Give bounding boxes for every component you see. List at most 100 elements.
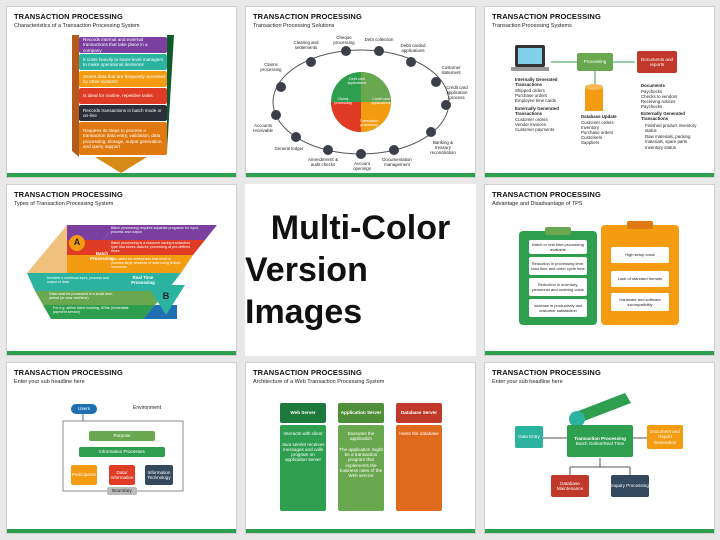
type-b-marker: B (162, 291, 170, 302)
realtime-label: Real Time Processing (131, 275, 155, 285)
documents-item: Checks to vendors (641, 94, 678, 99)
characteristic-item: Records internal and external transactio… (79, 37, 167, 53)
advantage-item: Reduction in inventory, personnel and or… (529, 278, 587, 296)
info-processes-box: Information Processes (79, 447, 165, 457)
externally-heading: Externally Generated Transactions (641, 111, 685, 121)
database-item: Customers (581, 135, 603, 140)
externally-item: Inventory status (645, 145, 676, 150)
internal-heading: Internally Generated Transactions (515, 77, 558, 87)
thumbnail-environment[interactable]: TRANSACTION PROCESSING Enter your sub he… (6, 362, 237, 534)
solution-label: Debit carded applications (400, 43, 426, 53)
characteristic-item: Is ideal for routine, repetitive tasks (79, 88, 167, 104)
database-item: Inventory (581, 125, 600, 130)
characteristic-item: Stores data that are frequently accessed… (79, 71, 167, 87)
slide-title: TRANSACTION PROCESSING (14, 368, 123, 377)
thumbnail-advantages[interactable]: TRANSACTION PROCESSING Advantage and Dis… (484, 184, 715, 356)
realtime-item: For e.g. airline ticket booking, ATMs (i… (53, 306, 129, 315)
thumbnail-systems[interactable]: TRANSACTION PROCESSING Transaction Proce… (484, 6, 715, 178)
thumbnail-solutions[interactable]: TRANSACTION PROCESSING Transaction Proce… (245, 6, 476, 178)
app-server-head: Application Server (338, 403, 384, 423)
inquiry-box: Inquiry Processing (611, 475, 649, 497)
database-item: Suppliers (581, 140, 600, 145)
solution-label: Amendments & audit checks (307, 157, 339, 167)
documents-reports-box: Documents and reports (637, 51, 677, 73)
doc-gen-box: Document and Report Generation (647, 425, 683, 449)
participants-box: Participants (71, 465, 97, 485)
solution-label: Documentation management (382, 157, 412, 167)
slide-subtitle: Transaction Processing Systems (492, 23, 572, 29)
tp-box: Transaction Processing Batch Online/Real… (567, 425, 633, 457)
inner-label: Credit card applications (371, 97, 391, 105)
advantage-item: Increase in productivity and customer sa… (529, 299, 587, 317)
caption-line-1: Multi-Color (270, 209, 451, 247)
documents-item: Paychecks (641, 89, 663, 94)
thumbnail-characteristics[interactable]: TRANSACTION PROCESSING Characteristics o… (6, 6, 237, 178)
disadvantage-item: Hardware and software incompatibility (611, 293, 669, 311)
app-server-text-a: Executes the application (347, 431, 375, 442)
slide-title: TRANSACTION PROCESSING (492, 190, 601, 199)
slide-title: TRANSACTION PROCESSING (492, 12, 601, 21)
slide-title: TRANSACTION PROCESSING (492, 368, 601, 377)
solution-label: Accounts receivable (252, 123, 273, 133)
external-item: Customer payments (515, 127, 555, 132)
batch-item: Batch processing requires separate progr… (111, 226, 199, 235)
disadvantage-item: Lack of standard formats (611, 271, 669, 287)
flow-graphic (543, 393, 647, 475)
slide-title: TRANSACTION PROCESSING (253, 12, 362, 21)
center-caption: Multi-Color Version Images (245, 184, 476, 356)
types-graphic (27, 225, 217, 319)
externally-item: Raw materials, packing materials, spare … (645, 134, 691, 144)
db-server-text-a: Hosts the database (399, 431, 439, 436)
thumbnail-architecture[interactable]: TRANSACTION PROCESSING Architecture of a… (245, 362, 476, 534)
inner-label: Transaction processing (359, 119, 379, 127)
solution-label: General ledger (274, 146, 304, 151)
external-heading: Externally Generated Transactions (515, 106, 559, 116)
db-maintenance-box: Database Maintenance (551, 475, 589, 497)
db-server-head: Database Server (396, 403, 442, 423)
type-a-marker: A (69, 235, 85, 251)
solution-label: Customer statement (441, 65, 461, 75)
thumbnail-flow[interactable]: TRANSACTION PROCESSING Enter your sub he… (484, 362, 715, 534)
tp-subtitle: Batch Online/Real Time (575, 441, 625, 446)
web-server-head: Web Server (280, 403, 326, 423)
slide-subtitle: Characteristics of a Transaction Process… (14, 23, 140, 29)
solution-label: Claims processing (260, 62, 282, 72)
app-server-body: Executes the application The application… (338, 425, 384, 511)
documents-item: Receiving notices (641, 99, 676, 104)
scroll-graphic (72, 35, 174, 173)
web-server-text-b: Java servlet receives messages and calls… (281, 441, 325, 463)
processing-box: Processing (577, 53, 613, 71)
slide-title: TRANSACTION PROCESSING (14, 12, 123, 21)
slide-subtitle: Enter your sub headline here (492, 379, 563, 385)
solution-label: Account openings (353, 161, 371, 171)
external-item: Vendor invoices (515, 122, 546, 127)
internal-item: Shipped orders (515, 88, 545, 93)
documents-item: Paychecks (641, 104, 663, 109)
slide-title: TRANSACTION PROCESSING (253, 368, 362, 377)
characteristic-item: It costs heavily to lower-level managers… (79, 54, 167, 70)
boundary-box: Boundary (107, 487, 137, 495)
characteristic-item: Requires its steps to process a transact… (79, 122, 167, 155)
web-server-text-a: Interacts with client (283, 431, 323, 436)
internal-item: Purchase orders (515, 93, 548, 98)
batch-label: Batch Processing (90, 251, 114, 261)
slide-title: TRANSACTION PROCESSING (14, 190, 123, 199)
realtime-item: Involves a continual input, process and … (47, 276, 109, 285)
batch-item: Batch processing is a resource saving tr… (111, 241, 191, 254)
web-server-body: Interacts with client Java servlet recei… (280, 425, 326, 511)
solution-label: Banking & treasury reconciliation (430, 140, 456, 155)
advantage-item: Reduction in processing time, lead time … (529, 257, 587, 275)
slide-subtitle: Transaction Processing Solutions (253, 23, 335, 29)
solution-label: Clearing and settlements (293, 40, 319, 50)
solution-label: Credit card application process (446, 85, 468, 100)
advantage-item: Batch or real time processing available (529, 240, 587, 254)
slide-subtitle: Advantage and Disadvantage of TPS (492, 201, 583, 207)
app-server-text-b: The application might be a transaction p… (339, 446, 383, 479)
database-heading: Database Update (581, 114, 617, 119)
solution-label: Cheque processing (333, 35, 355, 45)
thumbnail-types[interactable]: TRANSACTION PROCESSING Types of Transact… (6, 184, 237, 356)
database-item: Purchase orders (581, 130, 614, 135)
environment-label: Environment (133, 405, 162, 411)
characteristic-item: Records transactions in batch mode or on… (79, 105, 167, 121)
